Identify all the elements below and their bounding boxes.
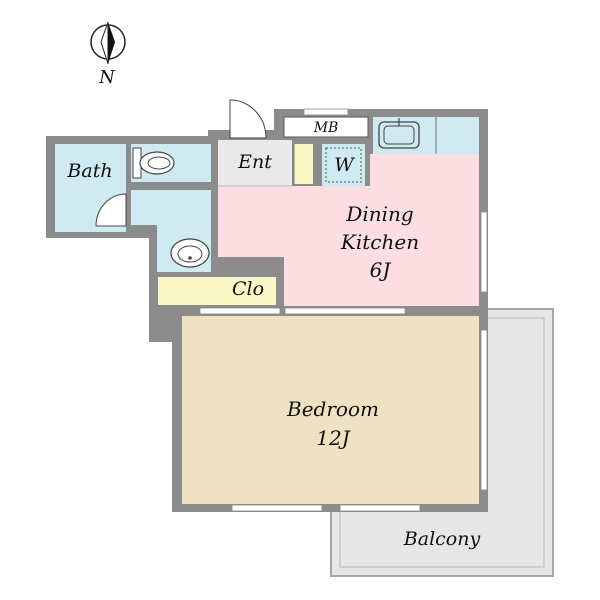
bath-label: Bath (66, 160, 112, 182)
dining-kitchen-label-line1: Dining (345, 202, 413, 226)
bedroom-size: 12J (316, 426, 350, 450)
compass-label: N (98, 67, 116, 88)
door-swings (95, 99, 267, 227)
dining-kitchen-room (218, 154, 479, 306)
closet-label: Clo (232, 278, 264, 300)
bedroom-label: Bedroom (286, 397, 379, 421)
washer-outline (325, 147, 362, 183)
washer-space (322, 144, 365, 186)
compass: N (90, 21, 126, 88)
closet-room (158, 277, 276, 305)
dining-kitchen-label-line2: Kitchen (340, 230, 419, 254)
meter-box-area (283, 116, 369, 138)
entrance-label: Ent (237, 151, 272, 173)
dining-kitchen-size: 6J (370, 258, 392, 282)
toilet-icon (132, 147, 175, 179)
windows (199, 108, 488, 512)
washer-label: W (334, 154, 355, 176)
kitchen-sink-icon (378, 118, 420, 149)
bedroom-room (182, 316, 479, 504)
washroom (131, 190, 211, 225)
balcony-label: Balcony (403, 528, 481, 550)
entrance-floor (218, 140, 292, 186)
shoe-storage (294, 144, 313, 184)
wash-basin-icon (170, 238, 210, 268)
meter-box-label: MB (313, 120, 339, 136)
interior-lines (131, 117, 437, 272)
north-arrow-icon (90, 21, 126, 65)
